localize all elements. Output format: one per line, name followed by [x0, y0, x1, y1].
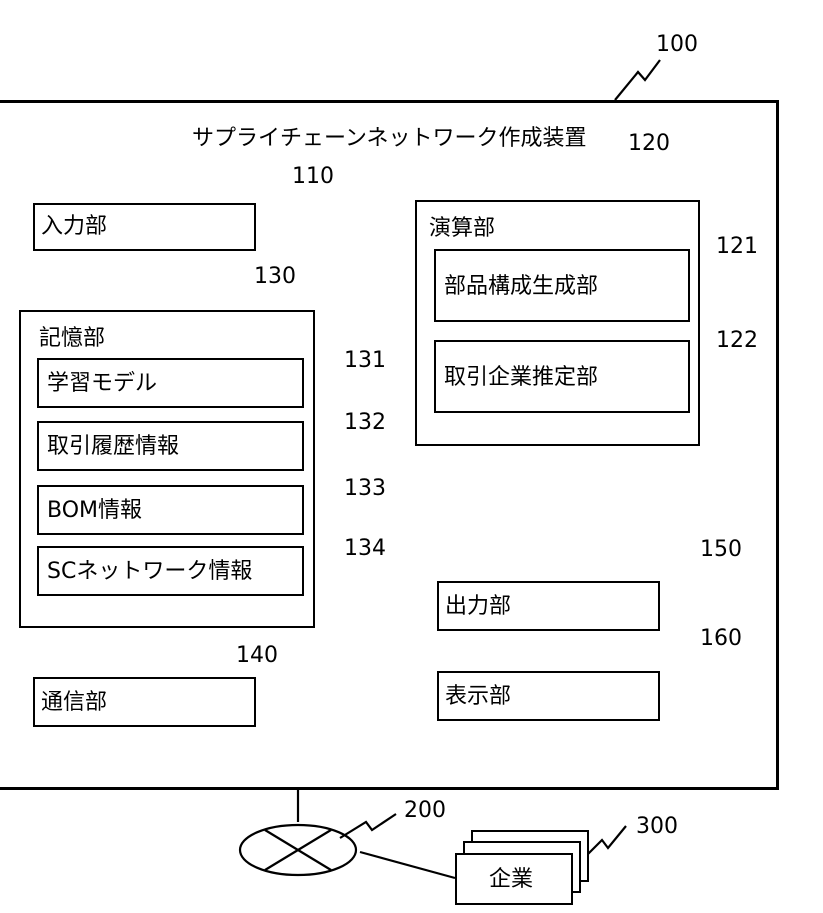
learning-model: 学習モデル: [37, 358, 304, 408]
ref-300: 300: [636, 816, 678, 838]
ref-140: 140: [236, 645, 278, 667]
input-unit: 入力部: [33, 203, 256, 251]
bom-info: BOM情報: [37, 485, 304, 535]
ref-132: 132: [344, 412, 386, 434]
output-unit: 出力部: [437, 581, 660, 631]
supplier-estimate-unit: 取引企業推定部: [434, 340, 690, 413]
learning-model-label: 学習モデル: [47, 373, 157, 395]
bom-info-label: BOM情報: [47, 500, 142, 522]
ref-121: 121: [716, 236, 758, 258]
ref-134: 134: [344, 538, 386, 560]
ref-100: 100: [656, 34, 698, 56]
parts-config-unit: 部品構成生成部: [434, 249, 690, 322]
ref-110: 110: [292, 166, 334, 188]
ref-160: 160: [700, 628, 742, 650]
parts-config-label: 部品構成生成部: [444, 276, 598, 298]
compute-unit-label: 演算部: [429, 218, 495, 240]
apparatus-title: サプライチェーンネットワーク作成装置: [192, 128, 586, 150]
input-unit-label: 入力部: [41, 216, 107, 238]
supplier-estimate-label: 取引企業推定部: [444, 367, 598, 389]
ref-120: 120: [628, 133, 670, 155]
display-unit-label: 表示部: [445, 686, 511, 708]
ref-122: 122: [716, 330, 758, 352]
company-label: 企業: [489, 869, 533, 891]
ref-130: 130: [254, 266, 296, 288]
sc-network-info: SCネットワーク情報: [37, 546, 304, 596]
ref-131: 131: [344, 350, 386, 372]
ref-150: 150: [700, 539, 742, 561]
leader-200: [340, 814, 396, 838]
ref-133: 133: [344, 478, 386, 500]
leader-100: [615, 60, 660, 100]
comm-unit-label: 通信部: [41, 692, 107, 714]
sc-network-info-label: SCネットワーク情報: [47, 561, 252, 583]
output-unit-label: 出力部: [445, 596, 511, 618]
company-card-front: 企業: [455, 853, 573, 905]
transaction-history: 取引履歴情報: [37, 421, 304, 471]
display-unit: 表示部: [437, 671, 660, 721]
transaction-history-label: 取引履歴情報: [47, 436, 179, 458]
comm-unit: 通信部: [33, 677, 256, 727]
link-network-company: [360, 852, 455, 878]
storage-unit-label: 記憶部: [39, 328, 105, 350]
ref-200: 200: [404, 800, 446, 822]
network-symbol: [240, 825, 356, 875]
